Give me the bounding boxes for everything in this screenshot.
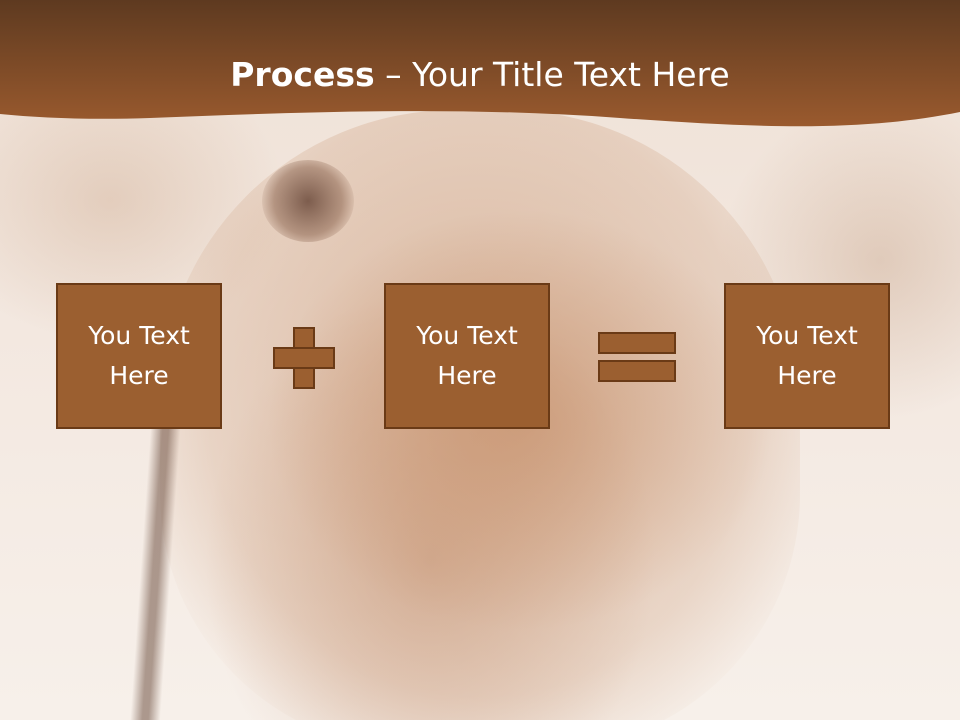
title-bold: Process [230, 55, 375, 94]
title-banner: Process – Your Title Text Here [0, 0, 960, 140]
title-rest: Your Title Text Here [412, 55, 730, 94]
cow-eye [262, 160, 354, 242]
text-box-3[interactable]: You Text Here [724, 283, 890, 429]
title-dash: – [374, 55, 413, 94]
equals-bottom-bar [598, 360, 676, 382]
plus-icon [273, 327, 335, 389]
title-banner-shape [0, 0, 960, 127]
slide-title: Process – Your Title Text Here [0, 54, 960, 96]
text-box-3-label: You Text Here [756, 321, 858, 390]
text-box-1[interactable]: You Text Here [56, 283, 222, 429]
equals-top-bar [598, 332, 676, 354]
text-box-1-label: You Text Here [88, 321, 190, 390]
text-box-2[interactable]: You Text Here [384, 283, 550, 429]
text-box-2-label: You Text Here [416, 321, 518, 390]
